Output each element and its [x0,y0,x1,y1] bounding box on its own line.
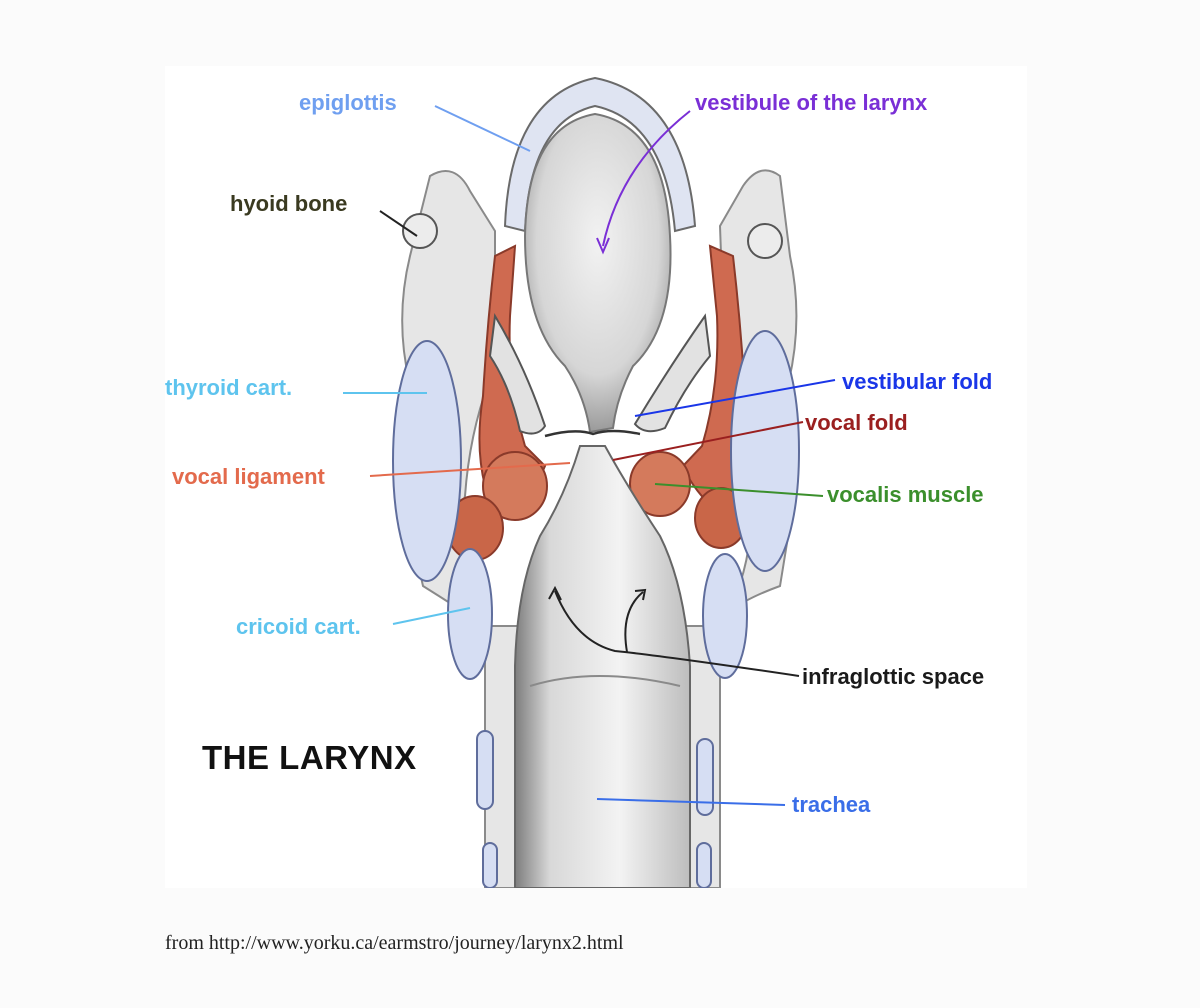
vestibule-cavity [523,112,672,434]
label-vestibular-fold: vestibular fold [842,369,993,394]
hyoid-bone-right [747,223,783,259]
leader-infraglottic [554,590,800,677]
vocalis-left [482,451,548,521]
source-caption: from http://www.yorku.ca/earmstro/journe… [165,932,624,954]
cricoid-cartilage-left [447,548,493,680]
arrow-infraglottic-right [634,588,647,601]
label-thyroid-cartilage: thyroid cart. [165,375,293,400]
thyroid-cartilage-left [392,340,462,582]
label-vocalis-muscle: vocalis muscle [827,482,984,507]
thyroid-cartilage-right [730,330,800,572]
glottis [544,429,641,438]
trachea-inner-wall [529,675,681,687]
leader-infraglottic-right [624,591,644,653]
label-vocal-ligament: vocal ligament [172,464,325,489]
vestibular-fold-left [488,313,547,435]
cricoid-cartilage-right [702,553,748,679]
tracheal-ring [696,738,714,816]
leader-hyoid [379,210,418,237]
label-hyoid-bone: hyoid bone [230,191,348,216]
leader-trachea [596,798,786,806]
tracheal-ring [482,842,498,888]
infraglottic-cavity [514,445,691,888]
label-cricoid-cartilage: cricoid cart. [236,614,361,639]
arrow-vestibule [596,237,610,255]
leader-vestibule [602,110,691,247]
label-vestibule-of-larynx: vestibule of the larynx [695,90,928,115]
label-infraglottic-space: infraglottic space [802,664,985,689]
leader-vestibular-fold [634,379,836,417]
tracheal-ring [696,842,712,888]
leader-cricoid [392,607,471,625]
label-trachea: trachea [792,792,871,817]
leader-epiglottis [434,105,531,152]
larynx-diagram: epiglottis vestibule of the larynx hyoid… [165,66,1027,888]
label-epiglottis: epiglottis [299,90,397,115]
epiglottis-arch [503,76,697,233]
vestibular-fold-right [633,313,712,433]
leader-vocalis [654,483,824,497]
label-vocal-fold: vocal fold [805,410,908,435]
leader-vocal-fold [612,421,804,461]
larynx-illustration [343,76,836,888]
tracheal-ring [476,730,494,810]
diagram-title: THE LARYNX [202,739,417,776]
leader-vocal-ligament [369,462,571,477]
arrow-infraglottic-left [548,585,562,601]
hyoid-bone-left [402,213,438,249]
